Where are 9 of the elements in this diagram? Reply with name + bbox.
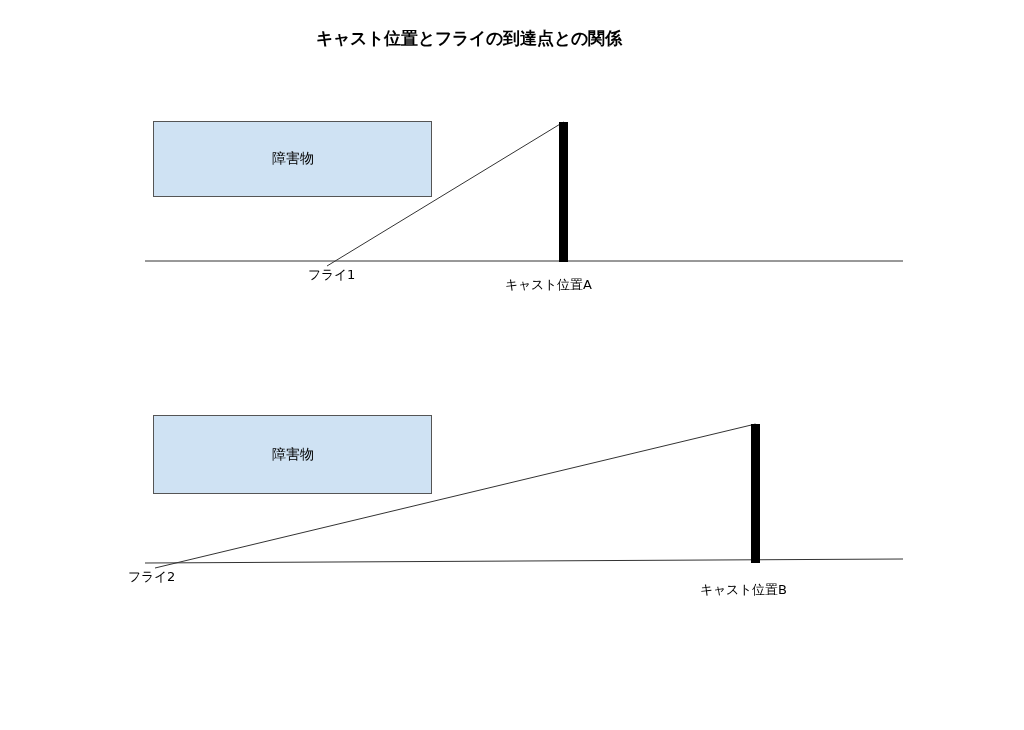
obstacle-box: 障害物 <box>153 121 432 197</box>
cast-position-label: キャスト位置B <box>700 581 787 599</box>
obstacle-box: 障害物 <box>153 415 432 494</box>
cast-position-label: キャスト位置A <box>505 276 592 294</box>
cast-position-bar <box>751 424 760 563</box>
fly-label: フライ2 <box>128 568 176 586</box>
fly-label: フライ1 <box>308 266 356 284</box>
cast-position-bar <box>559 122 568 262</box>
diagram-title: キャスト位置とフライの到達点との関係 <box>316 27 622 50</box>
